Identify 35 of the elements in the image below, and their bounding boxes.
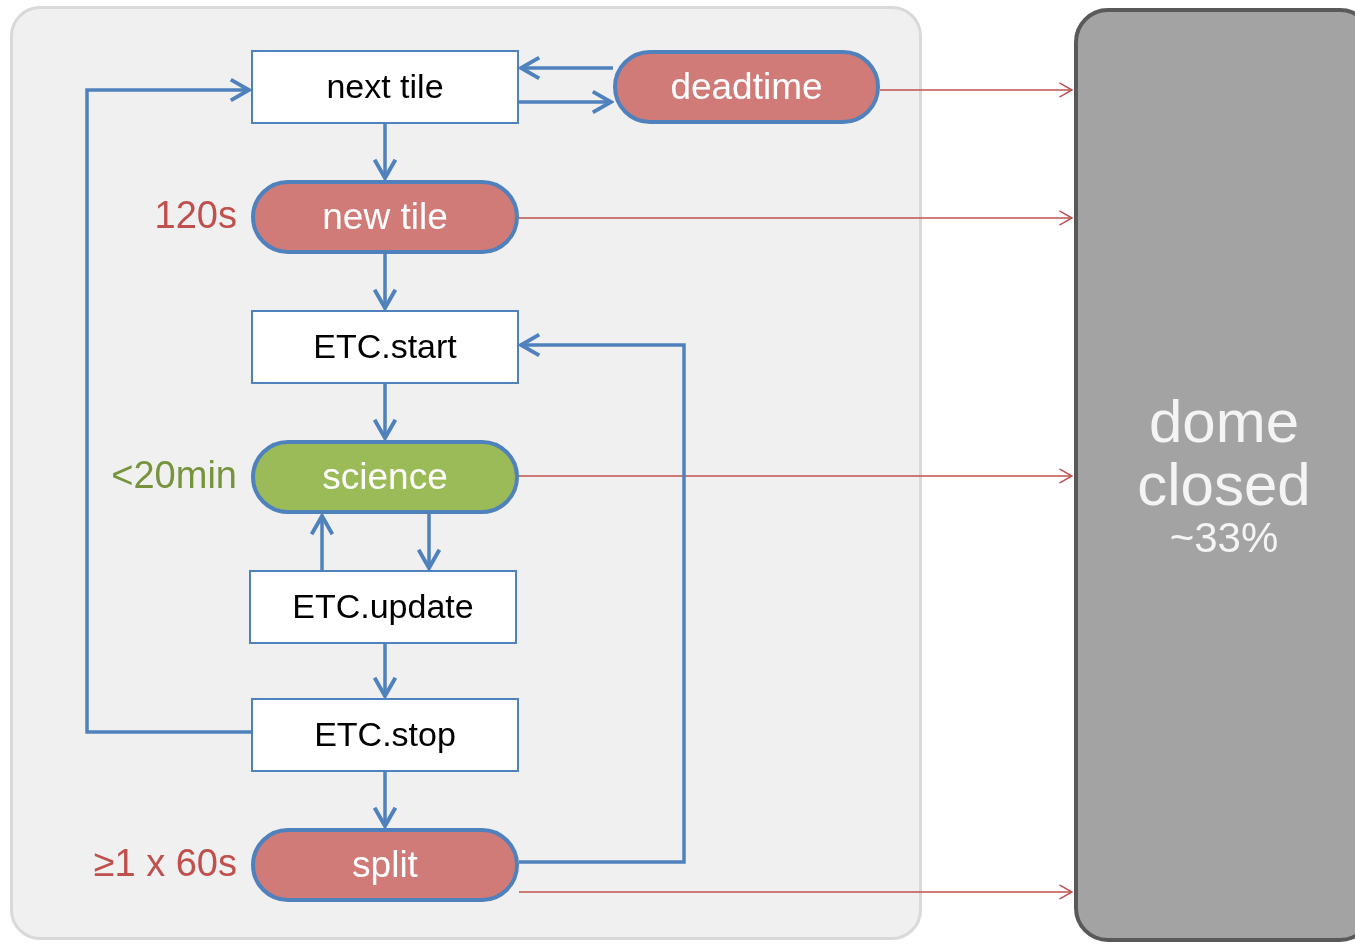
arrow [518,884,1073,900]
process-box [251,310,519,384]
duration-label: 120s [154,194,237,237]
node-label: ETC.update [292,589,474,625]
arrow [518,468,1073,484]
arrow [519,332,686,864]
arrow [416,514,442,570]
process-box [251,50,519,124]
percentage-label: ~33% [1168,515,1280,561]
node-label: ETC.start [313,329,457,365]
status-label: dome closed [1136,389,1312,516]
duration-label: ≥1 x 60s [93,842,237,885]
arrow [519,89,613,115]
state-pill [613,50,880,124]
arrow [372,772,398,828]
node-label: science [322,457,448,497]
arrow [879,82,1073,98]
arrow [519,55,613,81]
node-label: new tile [322,197,448,237]
arrow [372,384,398,440]
arrow [309,514,335,570]
process-box [251,698,519,772]
process-box [249,570,517,644]
arrow [372,254,398,310]
arrow [372,124,398,180]
panel-background [10,6,922,940]
node-label: deadtime [670,67,823,107]
node-label: next tile [326,69,444,105]
node-label: ETC.stop [314,717,456,753]
arrow [372,644,398,698]
arrow [518,210,1073,226]
duration-label: <20min [111,454,237,497]
arrow [85,77,251,734]
status-panel [1074,8,1355,942]
node-label: split [352,845,418,885]
